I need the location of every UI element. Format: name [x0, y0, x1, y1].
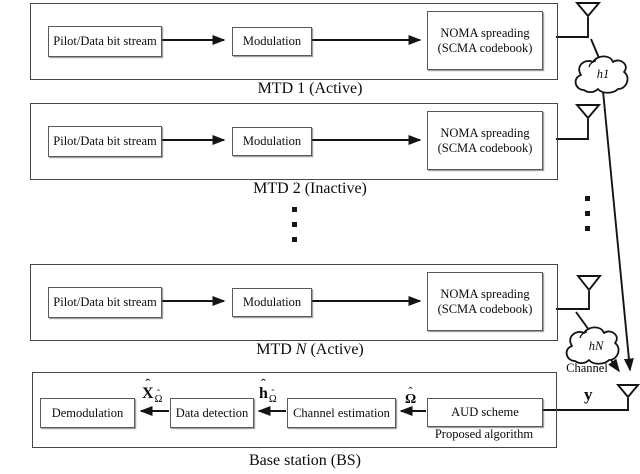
- arrow-cloud-h1-to-bs-antenna: [602, 90, 634, 372]
- caption-id: 1: [297, 80, 306, 97]
- caption-post: (Inactive): [304, 180, 367, 197]
- noma-label-line2: (SCMA codebook): [437, 301, 533, 316]
- noma-spreading-box: NOMA spreading (SCMA codebook): [427, 11, 543, 70]
- dot: [585, 211, 590, 216]
- base-station-block: Demodulation Data detection Channel esti…: [0, 372, 640, 474]
- bs-antenna-icon: [543, 384, 640, 411]
- pilot-data-label: Pilot/Data bit stream: [53, 295, 157, 310]
- noma-label-line2: (SCMA codebook): [437, 140, 533, 155]
- caption-pre: MTD: [253, 180, 289, 197]
- modulation-label: Modulation: [242, 295, 302, 310]
- proposed-algorithm-caption: Proposed algorithm: [434, 427, 534, 441]
- modulation-label: Modulation: [242, 134, 302, 149]
- base-station-caption: Base station (BS): [249, 452, 361, 469]
- mtd-1-rect: [30, 3, 558, 80]
- caption-id: 2: [292, 180, 301, 197]
- pilot-data-box: Pilot/Data bit stream: [48, 126, 162, 157]
- cloud-hn-label: hN: [588, 339, 604, 353]
- caption-post: (Active): [309, 80, 363, 97]
- antenna-1-icon: [556, 2, 602, 38]
- hat-accent: ˆ: [145, 376, 151, 393]
- demodulation-label: Demodulation: [51, 405, 124, 420]
- bs-rect: [32, 372, 557, 448]
- noma-spreading-box: NOMA spreading (SCMA codebook): [427, 272, 543, 331]
- noma-label-line2: (SCMA codebook): [437, 40, 533, 55]
- pilot-data-label: Pilot/Data bit stream: [53, 34, 157, 49]
- mtd-1-caption: MTD 1 (Active): [230, 79, 390, 98]
- hat-accent: ˆ: [271, 388, 275, 399]
- dot: [585, 196, 590, 201]
- noma-label-line1: NOMA spreading: [440, 126, 530, 140]
- arrow-cloud-hn-to-bs-antenna: [608, 358, 620, 373]
- link-antenna1-to-cloud-h1: [590, 38, 600, 59]
- aud-scheme-box: AUD scheme: [427, 398, 543, 427]
- caption-post: (Active): [310, 341, 364, 358]
- noma-label-line1: NOMA spreading: [440, 26, 530, 40]
- mtd-n-caption: MTD N (Active): [230, 340, 390, 359]
- dot: [585, 226, 590, 231]
- mtd-n-block: Pilot/Data bit stream Modulation NOMA sp…: [0, 264, 640, 364]
- cloud-h1-label: h1: [596, 67, 610, 81]
- noma-label-line1: NOMA spreading: [440, 287, 530, 301]
- dot: [292, 237, 297, 242]
- cloud-h1-icon: [574, 55, 629, 94]
- channel-caption: Channel: [566, 361, 608, 375]
- channel-estimation-label: Channel estimation: [293, 405, 390, 420]
- aud-scheme-label: AUD scheme: [451, 405, 519, 420]
- mtd-n-rect: [30, 264, 558, 341]
- modulation-label: Modulation: [242, 34, 302, 49]
- link-antenna-n-to-cloud-hn: [575, 311, 590, 331]
- hat-accent: ˆ: [408, 384, 413, 399]
- vertical-ellipsis-right: [585, 196, 590, 231]
- modulation-box: Modulation: [232, 127, 312, 156]
- caption-pre: MTD: [256, 341, 292, 358]
- mtd-1-block: Pilot/Data bit stream Modulation NOMA sp…: [0, 3, 640, 103]
- noma-spreading-box: NOMA spreading (SCMA codebook): [427, 111, 543, 170]
- mtd-2-caption: MTD 2 (Inactive): [230, 179, 390, 198]
- received-signal-label: y: [584, 385, 593, 404]
- dot: [292, 207, 297, 212]
- hat-accent: ˆ: [156, 388, 161, 399]
- pilot-data-label: Pilot/Data bit stream: [53, 134, 157, 149]
- cloud-hn-icon: [565, 326, 620, 365]
- pilot-data-box: Pilot/Data bit stream: [48, 287, 162, 318]
- antenna-2-icon: [556, 104, 602, 140]
- caption-id: N: [295, 341, 307, 358]
- vertical-ellipsis-left: [292, 207, 297, 242]
- dot: [292, 222, 297, 227]
- mtd-2-block: Pilot/Data bit stream Modulation NOMA sp…: [0, 103, 640, 203]
- data-detection-box: Data detection: [170, 398, 254, 428]
- data-detection-label: Data detection: [175, 405, 249, 420]
- demodulation-box: Demodulation: [40, 398, 135, 428]
- antenna-n-icon: [556, 275, 602, 310]
- pilot-data-box: Pilot/Data bit stream: [48, 26, 162, 57]
- modulation-box: Modulation: [232, 27, 312, 56]
- caption-pre: MTD: [257, 80, 294, 97]
- modulation-box: Modulation: [232, 288, 312, 317]
- hat-accent: ˆ: [261, 376, 266, 393]
- channel-estimation-box: Channel estimation: [287, 398, 396, 428]
- mtd-2-rect: [30, 103, 558, 180]
